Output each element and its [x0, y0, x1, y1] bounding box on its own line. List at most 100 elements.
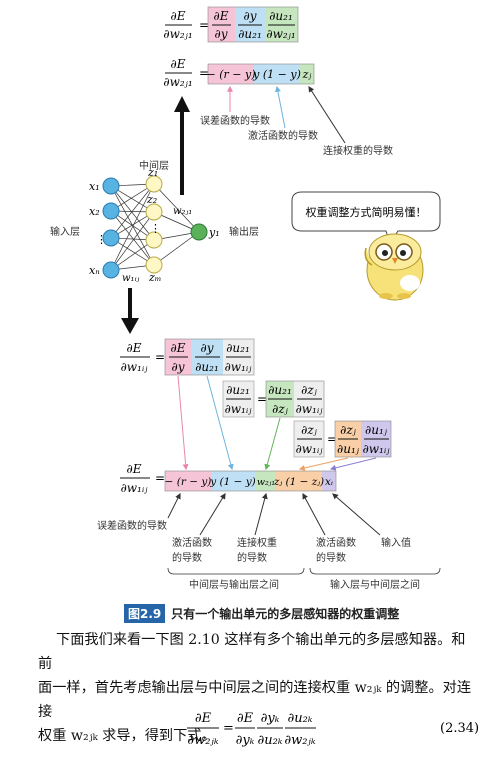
speech-bubble — [291, 191, 441, 245]
act-deriv-label: 激活函数的导数 — [248, 129, 318, 142]
term-text: y (1 − y) — [252, 68, 301, 81]
term-box — [254, 64, 300, 84]
act-deriv-label-b: 的导数 — [172, 551, 202, 564]
term-text: w₂ⱼ₁ — [257, 477, 275, 488]
top-label-arrows — [227, 85, 346, 144]
bottom-labels: 误差函数的导数 激活函数 的导数 连接权重 的导数 激活函数 的导数 输入值 中… — [97, 519, 420, 591]
group1-label: 中间层与输出层之间 — [189, 578, 279, 591]
frac-num: ∂u₂₁ — [226, 341, 250, 355]
term-text: zⱼ (1 − zⱼ) — [273, 476, 324, 488]
act-deriv-label-a: 激活函数 — [172, 536, 212, 549]
input-value-label: 输入值 — [381, 536, 411, 549]
frac-num: ∂u₂₁ — [268, 383, 292, 397]
bottom-connectors — [177, 375, 377, 471]
term-box — [300, 64, 314, 84]
bottom-eq2: ∂u₂₁ ∂w₁ᵢⱼ = ∂u₂₁ ∂zⱼ ∂zⱼ ∂w₁ᵢⱼ — [222, 380, 325, 418]
frac-den: ∂y — [215, 27, 228, 41]
hidden-label: zₘ — [148, 271, 162, 284]
frac-num: ∂E — [127, 341, 142, 355]
eq-f2-den: ∂u₂ₖ — [257, 733, 282, 748]
bottom-final-eq: ∂E ∂w₁ᵢⱼ = − (r − y) y (1 − y) w₂ⱼ₁ zⱼ (… — [120, 462, 337, 495]
act2-deriv-label-a: 激活函数 — [316, 536, 356, 549]
bottom-eq1: ∂E ∂w₁ᵢⱼ = ∂E ∂y ∂y ∂u₂₁ ∂u₂₁ ∂w₁ᵢⱼ — [120, 338, 255, 376]
eq-f1-num: ∂E — [237, 711, 254, 726]
input-label: ⋮ — [96, 233, 107, 246]
eq-f3-num: ∂u₂ₖ — [287, 711, 312, 726]
equals: = — [199, 18, 209, 32]
equals: = — [223, 721, 234, 736]
hidden-label: z₁ — [147, 166, 158, 179]
hidden-label: z₂ — [146, 193, 157, 206]
frac-den: ∂zⱼ — [272, 402, 289, 416]
frac-den: ∂w₁ᵢⱼ — [225, 402, 253, 416]
caption-badge: 图2.9 — [124, 604, 166, 623]
frac-den: ∂y — [172, 360, 185, 374]
equals: = — [327, 432, 337, 446]
group2-label: 输入层与中间层之间 — [330, 578, 420, 591]
frac-num: ∂y — [244, 9, 257, 23]
equals: = — [257, 392, 267, 406]
frac-den: ∂w₂ⱼ₁ — [163, 27, 192, 41]
term-text: xᵢ — [325, 476, 333, 488]
hidden-layer-label: 中间层 — [139, 159, 169, 172]
top-eq2: ∂E ∂w₂ⱼ₁ = − (r − y) y (1 − y) zⱼ — [163, 57, 315, 89]
w2-label: w₂ⱼ₁ — [173, 206, 192, 217]
equals: = — [199, 66, 209, 80]
input-node — [102, 261, 120, 279]
frac-num: ∂u₁ⱼ — [365, 423, 388, 437]
factor-box — [235, 7, 265, 42]
term-text: zⱼ — [302, 68, 312, 81]
eq-f2-num: ∂yₖ — [261, 711, 280, 726]
figure-2-9: ∂E ∂w₂ⱼ₁ = ∂E ∂y ∂y ∂u₂₁ ∂u₂₁ ∂w₂ⱼ₁ ∂E ∂… — [50, 6, 441, 591]
term-text: − (r − y) — [165, 476, 212, 488]
factor-box — [208, 7, 235, 42]
network: x₁ x₂ ⋮ xₙ z₁ z₂ ⋮ zₘ y₁ w₂ⱼ₁ w₁ᵢⱼ 中间层 输… — [50, 159, 259, 284]
paragraph-line: 下面我们来看一下图 2.10 这样有多个输出单元的多层感知器。和前 — [38, 632, 466, 672]
err-deriv-label: 误差函数的导数 — [200, 114, 270, 127]
input-node — [102, 229, 120, 247]
frac-den: ∂w₁ᵢⱼ — [296, 442, 324, 456]
input-node — [102, 202, 120, 220]
eq-number: (2.34) — [440, 721, 479, 736]
frac-num: ∂u₂₁ — [269, 9, 293, 23]
speech-text: 权重调整方式简明易懂！ — [306, 205, 427, 219]
err-deriv-label: 误差函数的导数 — [97, 519, 167, 532]
frac-num: ∂E — [171, 9, 186, 23]
paragraph-line: 面一样，首先考虑输出层与中间层之间的连接权重 w₂ⱼₖ 的调整。对连接 — [38, 680, 472, 720]
frac-num: ∂E — [127, 462, 142, 476]
frac-den: ∂w₁ᵢⱼ — [296, 402, 324, 416]
w1-label: w₁ᵢⱼ — [122, 273, 140, 284]
frac-num: ∂y — [201, 341, 214, 355]
frac-den: ∂w₁ᵢⱼ — [363, 442, 391, 456]
hidden-node — [145, 175, 163, 193]
frac-num: ∂E — [171, 57, 186, 71]
frac-num: ∂zⱼ — [301, 383, 318, 397]
frac-den: ∂u₂₁ — [195, 360, 219, 374]
output-layer-label: 输出层 — [229, 225, 259, 238]
top-eq1: ∂E ∂w₂ⱼ₁ = ∂E ∂y ∂y ∂u₂₁ ∂u₂₁ ∂w₂ⱼ₁ — [163, 6, 299, 43]
eq-lhs-den: ∂w₂ⱼₖ — [187, 733, 218, 748]
frac-den: ∂u₂₁ — [238, 27, 262, 41]
term-text: y (1 − y) — [209, 476, 256, 488]
group-braces — [167, 567, 441, 575]
owl-mascot: 权重调整方式简明易懂！ — [291, 191, 441, 301]
frac-den: ∂w₂ⱼ₁ — [163, 75, 192, 89]
term-box — [208, 64, 254, 84]
weight-deriv-label: 连接权重的导数 — [323, 144, 393, 157]
output-node — [190, 223, 208, 241]
act2-deriv-label-b: 的导数 — [316, 551, 346, 564]
term-text: − (r − y) — [207, 68, 256, 81]
input-label: xₙ — [89, 264, 100, 277]
hidden-node — [145, 256, 163, 274]
output-label: y₁ — [208, 226, 220, 239]
bottom-eq3: ∂zⱼ ∂w₁ᵢⱼ = ∂zⱼ ∂u₁ⱼ ∂u₁ⱼ ∂w₁ᵢⱼ — [293, 420, 392, 458]
frac-den: ∂w₁ᵢⱼ — [121, 481, 149, 495]
frac-den: ∂w₂ⱼ₁ — [266, 27, 295, 41]
eq-f1-den: ∂yₖ — [236, 733, 255, 748]
equation-2-34: ∂E ∂w₂ⱼₖ = ∂E ∂yₖ ∂yₖ ∂u₂ₖ ∂u₂ₖ ∂w₂ⱼₖ (2… — [187, 711, 479, 748]
caption-text: 只有一个输出单元的多层感知器的权重调整 — [171, 607, 400, 621]
weight-deriv-label-a: 连接权重 — [237, 536, 277, 549]
paragraph-line: 权重 w₂ⱼₖ 求导，得到下式。 — [38, 728, 216, 744]
bottom-label-arrows — [167, 492, 381, 536]
frac-den: ∂w₁ᵢⱼ — [121, 360, 149, 374]
